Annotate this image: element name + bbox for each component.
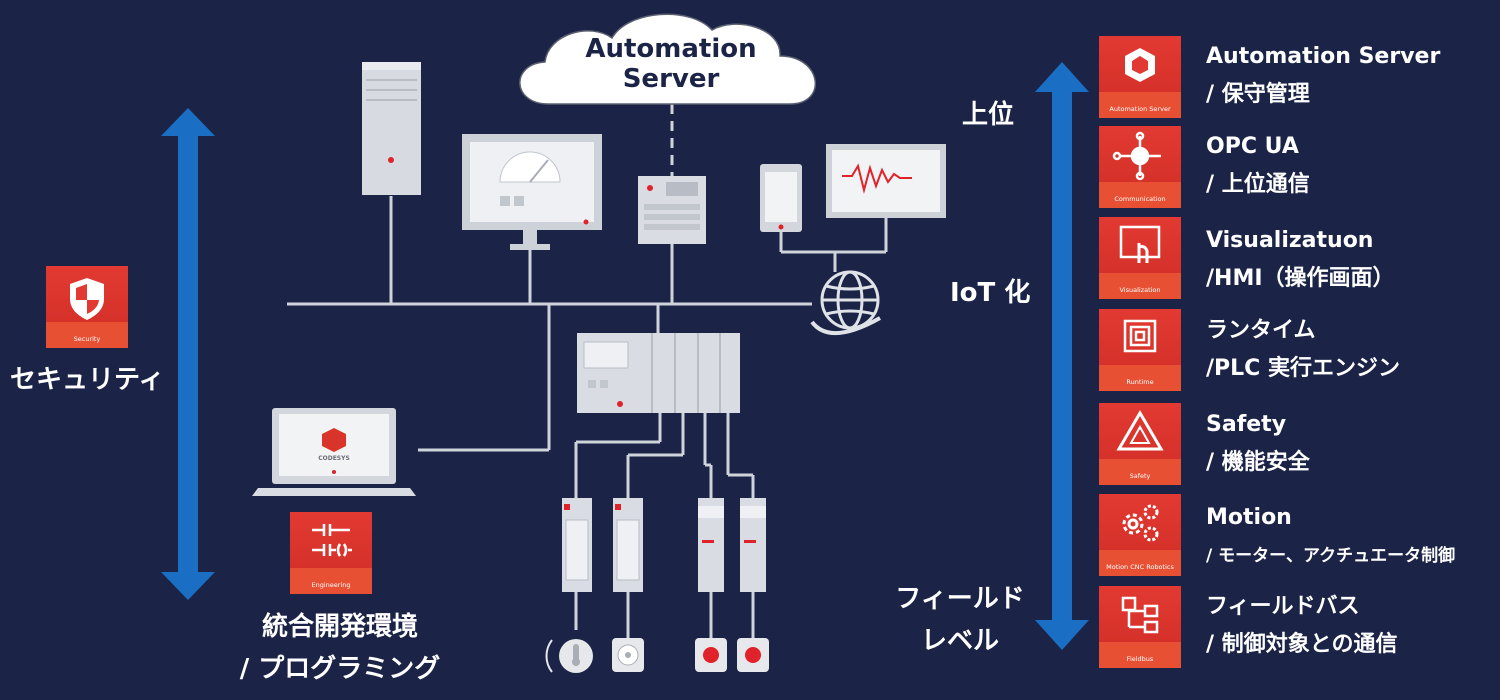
network-lines [287, 104, 888, 638]
module-tile-caption-4: Runtime [1126, 378, 1154, 386]
module-label-4-line-2: /PLC 実行エンジン [1206, 356, 1400, 381]
module-tile-automation-server: Automation Server [1099, 36, 1181, 118]
integrated-env-label: 統合開発環境 / プログラミング [200, 606, 480, 690]
touch-screen-icon [1119, 225, 1161, 263]
fan-device-icon [612, 638, 644, 672]
security-tile-caption: Security [73, 335, 101, 343]
axis-label-middle: IoT 化 [950, 278, 1031, 308]
module-tile-fieldbus: Fieldbus [1099, 586, 1181, 668]
module-label-safety: Safety / 機能安全 [1206, 406, 1310, 482]
module-label-2-line-2: / 上位通信 [1206, 172, 1310, 197]
module-tile-runtime: Runtime [1099, 309, 1181, 391]
module-tile-caption-5: Safety [1129, 472, 1151, 480]
module-label-automation-server: Automation Server / 保守管理 [1206, 38, 1440, 114]
module-tile-visualization: Visualization [1099, 217, 1181, 299]
module-tile-caption-6: Motion CNC Robotics [1106, 563, 1174, 571]
module-tile-communication: Communication [1099, 126, 1181, 208]
security-tile: Security [46, 266, 128, 348]
actuator-device-icon-1 [695, 638, 727, 672]
module-label-1-line-2: / 保守管理 [1206, 82, 1310, 107]
module-tile-caption-7: Fieldbus [1126, 655, 1154, 663]
module-label-4-line-1: ランタイム [1206, 318, 1316, 343]
tablet [760, 164, 802, 232]
module-tile-safety: Safety [1099, 403, 1181, 485]
cloud-title-line-1: Automation [585, 34, 757, 64]
module-tile-caption-3: Visualization [1119, 286, 1161, 294]
axis-label-bottom: フィールド レベル [880, 578, 1040, 662]
module-label-visualization: Visualizatuon /HMI（操作画面） [1206, 222, 1395, 298]
module-label-3-line-1: Visualizatuon [1206, 228, 1374, 253]
module-label-opc-ua: OPC UA / 上位通信 [1206, 128, 1310, 204]
module-label-5-line-2: / 機能安全 [1206, 450, 1310, 475]
warning-triangle-icon [1116, 410, 1164, 451]
actuator-device-icon-2 [737, 638, 769, 672]
io-module-1 [562, 498, 592, 592]
module-label-1-line-1: Automation Server [1206, 44, 1441, 69]
fieldbus-tree-icon [1121, 596, 1159, 634]
laptop [252, 408, 416, 496]
engineering-tile: Engineering [290, 512, 372, 594]
integrated-env-line-1: 統合開発環境 [261, 612, 418, 642]
laptop-logo-text: CODESYS [318, 455, 350, 462]
module-label-3-line-2: /HMI（操作画面） [1206, 266, 1395, 291]
module-label-6-line-1: Motion [1206, 505, 1292, 530]
shield-icon [70, 278, 104, 320]
cloud-title-line-2: Server [622, 64, 720, 94]
network-node-icon [1112, 131, 1161, 181]
globe-icon [810, 270, 881, 336]
ladder-logic-icon [312, 524, 352, 557]
left-double-arrow [161, 108, 215, 600]
engineering-tile-caption: Engineering [311, 581, 351, 589]
right-double-arrow [1035, 62, 1089, 650]
gears-icon [1122, 504, 1159, 542]
security-label: セキュリティ [10, 365, 165, 395]
module-label-7-line-2: / 制御対象との通信 [1206, 632, 1398, 657]
monitor [462, 134, 602, 250]
module-label-5-line-1: Safety [1206, 412, 1287, 437]
axis-label-bottom-line-2: レベル [920, 626, 999, 656]
module-label-fieldbus: フィールドバス / 制御対象との通信 [1206, 588, 1397, 664]
module-tile-caption-2: Communication [1114, 195, 1166, 203]
cloud-title: Automation Server [548, 34, 794, 94]
chip-icon [1123, 319, 1157, 353]
module-label-6-line-2: / モーター、アクチュエータ制御 [1206, 546, 1456, 566]
module-label-7-line-1: フィールドバス [1206, 594, 1360, 619]
temperature-sensor-icon [545, 639, 593, 673]
server-tower [362, 62, 421, 195]
cloud-shape [519, 13, 816, 105]
module-label-motion: Motion / モーター、アクチュエータ制御 [1206, 499, 1455, 575]
main-plc [577, 333, 740, 413]
module-label-2-line-1: OPC UA [1206, 134, 1299, 159]
waveform-screen [826, 144, 946, 218]
drive-module-1 [698, 498, 724, 592]
controller-box [638, 176, 706, 244]
axis-label-top: 上位 [962, 100, 1015, 130]
module-tile-caption-1: Automation Server [1109, 105, 1171, 113]
io-module-2 [613, 498, 643, 592]
module-label-runtime: ランタイム /PLC 実行エンジン [1206, 312, 1400, 388]
drive-module-2 [740, 498, 766, 592]
axis-label-bottom-line-1: フィールド [895, 584, 1025, 614]
cube-icon [1125, 48, 1155, 82]
module-tile-motion: Motion CNC Robotics [1099, 494, 1181, 576]
integrated-env-line-2: / プログラミング [239, 654, 441, 684]
